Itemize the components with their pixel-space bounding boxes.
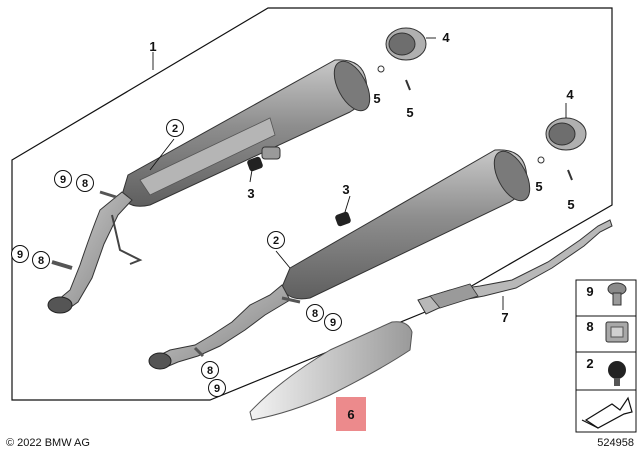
- callout-5-c: 5: [535, 179, 542, 194]
- callout-1: 1: [149, 39, 156, 54]
- callout-2-upper: 2: [166, 119, 184, 137]
- svg-text:9: 9: [586, 284, 593, 299]
- lower-silencer: [148, 149, 531, 370]
- callout-5-b: 5: [406, 105, 413, 120]
- svg-text:8: 8: [207, 365, 213, 377]
- end-cap-upper: [377, 27, 427, 91]
- callout-3-lower: 3: [342, 182, 349, 197]
- svg-text:2: 2: [273, 235, 279, 247]
- svg-text:2: 2: [586, 356, 593, 371]
- end-cap-lower: [537, 117, 587, 181]
- svg-text:8: 8: [312, 308, 318, 320]
- legend-item-9: 9: [586, 282, 627, 306]
- copyright: © 2022 BMW AG: [6, 437, 90, 449]
- svg-text:8: 8: [38, 255, 44, 267]
- heat-shield: [249, 321, 413, 421]
- legend-item-2: 2: [586, 356, 626, 386]
- svg-text:2: 2: [172, 123, 178, 135]
- svg-text:8: 8: [82, 178, 88, 190]
- callout-6-highlight: [336, 397, 366, 431]
- svg-text:9: 9: [214, 383, 220, 395]
- legend-item-8: 8: [586, 319, 629, 343]
- callout-9-bottom: 9: [208, 379, 226, 397]
- callout-7: 7: [501, 310, 508, 325]
- legend-panel: 9 8 2: [575, 279, 637, 433]
- callout-8-mid: 8: [306, 304, 324, 322]
- clip-nut-icon: [605, 321, 629, 343]
- upper-silencer: [47, 59, 371, 314]
- callout-3-upper: 3: [247, 186, 254, 201]
- callout-8-bottom: 8: [201, 361, 219, 379]
- svg-text:9: 9: [330, 317, 336, 329]
- svg-text:9: 9: [17, 249, 23, 261]
- callout-5-d: 5: [567, 197, 574, 212]
- callout-8-left: 8: [32, 251, 50, 269]
- callout-6: 6: [347, 407, 354, 422]
- callout-2-lower: 2: [267, 231, 285, 249]
- callout-4-upper: 4: [442, 30, 450, 45]
- assembly-outline: [11, 7, 613, 401]
- callout-5-a: 5: [373, 91, 380, 106]
- arrow-icon: [581, 396, 633, 429]
- rubber-mount-icon: [608, 361, 626, 386]
- screw-icon: [607, 282, 627, 306]
- callout-8-upper: 8: [76, 174, 94, 192]
- leader-lines: [149, 37, 567, 310]
- callout-9-upper: 9: [54, 170, 72, 188]
- svg-text:9: 9: [60, 174, 66, 186]
- callout-9-mid: 9: [324, 313, 342, 331]
- callout-9-left: 9: [11, 245, 29, 263]
- callout-4-lower: 4: [566, 87, 574, 102]
- diagram-number: 524958: [597, 437, 634, 449]
- svg-text:8: 8: [586, 319, 593, 334]
